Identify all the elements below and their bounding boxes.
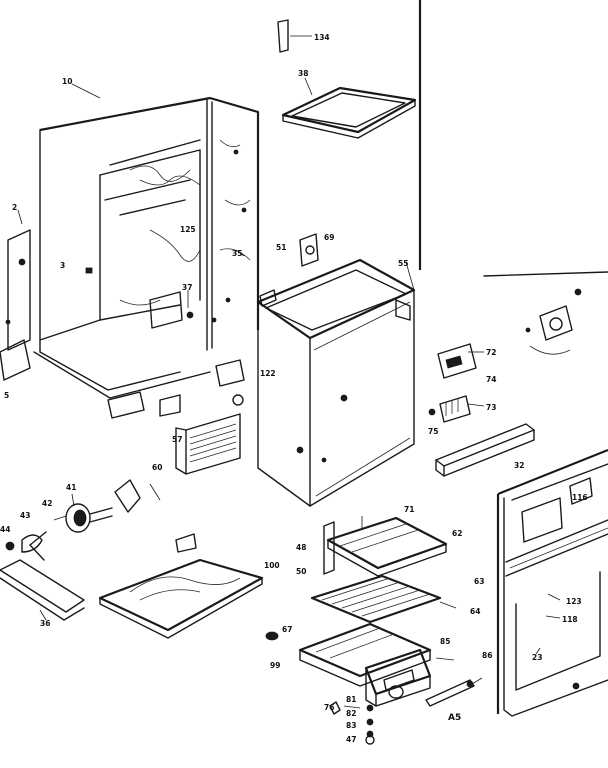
label-57: 57 <box>172 435 182 444</box>
label-50: 50 <box>296 567 306 576</box>
label-35: 35 <box>232 249 242 258</box>
label-99: 99 <box>270 661 280 670</box>
label-72: 72 <box>486 348 496 357</box>
label-64: 64 <box>470 607 480 616</box>
part-38-shelf-frame <box>281 77 417 139</box>
label-10: 10 <box>62 77 72 86</box>
label-83: 83 <box>346 721 356 730</box>
label-38: 38 <box>298 69 308 78</box>
label-5: 5 <box>4 391 9 400</box>
label-62: 62 <box>452 529 462 538</box>
leader-lines <box>53 249 561 709</box>
shelves-stack <box>298 516 448 687</box>
label-122: 122 <box>260 369 276 378</box>
label-85: 85 <box>440 637 450 646</box>
damper-bracket <box>259 233 319 307</box>
label-37: 37 <box>182 283 192 292</box>
small-components-mid <box>107 291 245 419</box>
evaporator-grille <box>175 413 241 475</box>
label-67: 67 <box>282 625 292 634</box>
label-48: 48 <box>296 543 306 552</box>
part-100-base-pan <box>98 533 264 639</box>
label-36: 36 <box>40 619 50 628</box>
label-73: 73 <box>486 403 496 412</box>
part-36-base-bracket <box>0 559 85 621</box>
label-75: 75 <box>428 427 438 436</box>
label-3: 3 <box>60 261 65 270</box>
freezer-liner-box <box>256 258 416 507</box>
label-44: 44 <box>0 525 10 534</box>
label-125: 125 <box>180 225 196 234</box>
label-2: 2 <box>12 203 17 212</box>
part-32-strip <box>435 423 535 477</box>
rod-parts <box>425 679 475 707</box>
small-knobs <box>265 521 375 745</box>
door-liner <box>496 448 608 717</box>
crisper-drawer <box>364 648 432 707</box>
label-134: 134 <box>314 33 330 42</box>
label-60: 60 <box>152 463 162 472</box>
label-51: 51 <box>276 243 286 252</box>
label-81: 81 <box>346 695 356 704</box>
label-116: 116 <box>572 493 588 502</box>
label-118: 118 <box>562 615 578 624</box>
left-side-rail <box>0 209 31 381</box>
label-23: 23 <box>532 653 542 662</box>
label-A5: A5 <box>448 713 461 723</box>
label-86: 86 <box>482 651 492 660</box>
fan-motor-assembly <box>5 479 141 561</box>
label-55: 55 <box>398 259 408 268</box>
label-63: 63 <box>474 577 484 586</box>
callout-labels: 134 38 10 37 125 35 51 69 55 72 74 73 75… <box>0 33 588 744</box>
label-42: 42 <box>42 499 52 508</box>
label-123: 123 <box>566 597 582 606</box>
divider-lines <box>418 0 608 277</box>
part-134-bracket <box>277 19 312 53</box>
label-47: 47 <box>346 735 356 744</box>
label-43: 43 <box>20 511 30 520</box>
label-69: 69 <box>324 233 334 242</box>
parts-72-74 <box>428 343 477 423</box>
label-32: 32 <box>514 461 524 470</box>
label-74: 74 <box>486 375 496 384</box>
label-100: 100 <box>264 561 280 570</box>
label-82: 82 <box>346 709 356 718</box>
label-41: 41 <box>66 483 76 492</box>
main-cabinet-liner <box>33 83 260 399</box>
internal-wiring <box>85 139 251 323</box>
right-controls <box>525 288 582 355</box>
label-76: 76 <box>324 703 334 712</box>
label-71: 71 <box>404 505 414 514</box>
